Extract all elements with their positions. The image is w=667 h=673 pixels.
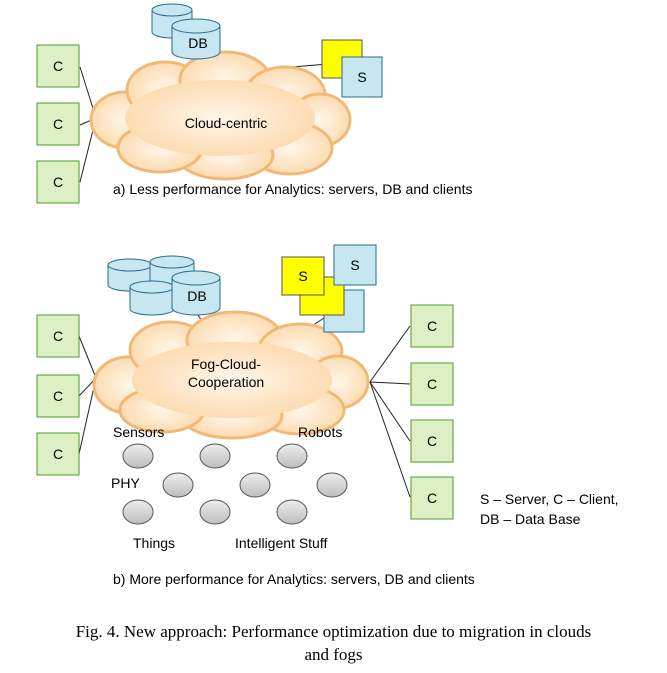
panel-b-client-label: C: [427, 433, 437, 449]
panel-b-left-clients: [36, 314, 80, 476]
panel-b-right-clients: [410, 304, 454, 520]
panel-a-client-label: C: [53, 174, 63, 190]
cloud-centric-cloud: [89, 50, 352, 181]
thing-node: [316, 472, 348, 498]
panel-b-client-label: C: [427, 376, 437, 392]
thing-node: [239, 472, 271, 498]
thing-node: [276, 499, 308, 525]
figure-caption-line2: and fogs: [304, 645, 363, 664]
panel-b: Fog-Cloud- Cooperation DB S S: [36, 244, 619, 587]
panel-b-client-label: C: [53, 446, 63, 462]
fog-cloud-cooperation-cloud: [92, 310, 370, 440]
things-nodes: [122, 443, 348, 525]
thing-node: [122, 443, 154, 469]
thing-node: [122, 499, 154, 525]
figure-caption-line1: Fig. 4. New approach: Performance optimi…: [75, 622, 592, 641]
thing-node: [276, 443, 308, 469]
thing-node: [162, 472, 194, 498]
panel-b-client-label: C: [53, 388, 63, 404]
legend-line2: DB – Data Base: [480, 511, 581, 527]
panel-a-client-label: C: [53, 116, 63, 132]
panel-b-server-icon: [281, 244, 377, 333]
panel-b-server-label: S: [350, 257, 359, 273]
cloud-centric-label: Cloud-centric: [185, 115, 267, 131]
panel-a-db-icon: [151, 3, 221, 60]
thing-node: [199, 443, 231, 469]
panel-b-server-label: S: [298, 268, 307, 284]
intelligent-stuff-label: Intelligent Stuff: [235, 535, 327, 551]
panel-a-db-label: DB: [188, 35, 207, 51]
panel-b-db-label: DB: [187, 288, 206, 304]
panel-b-client-label: C: [427, 318, 437, 334]
panel-a-clients: [36, 44, 80, 204]
robots-label: Robots: [298, 424, 342, 440]
panel-a: Cloud-centric DB S C C C a) Less perform…: [36, 3, 472, 204]
panel-a-client-label: C: [53, 58, 63, 74]
panel-a-server-label: S: [357, 69, 366, 85]
things-label: Things: [133, 535, 175, 551]
panel-b-db-icon: [107, 255, 221, 316]
phy-label: PHY: [111, 475, 140, 491]
panel-a-caption: a) Less performance for Analytics: serve…: [113, 181, 472, 197]
panel-b-client-label: C: [427, 490, 437, 506]
panel-a-server-icon: [321, 39, 383, 98]
sensors-label: Sensors: [113, 424, 164, 440]
panel-b-client-label: C: [53, 328, 63, 344]
fog-cloud-label-line1: Fog-Cloud-: [191, 356, 261, 372]
legend-line1: S – Server, C – Client,: [480, 491, 619, 507]
fog-cloud-label-line2: Cooperation: [188, 374, 264, 390]
thing-node: [199, 499, 231, 525]
panel-b-caption: b) More performance for Analytics: serve…: [113, 571, 475, 587]
